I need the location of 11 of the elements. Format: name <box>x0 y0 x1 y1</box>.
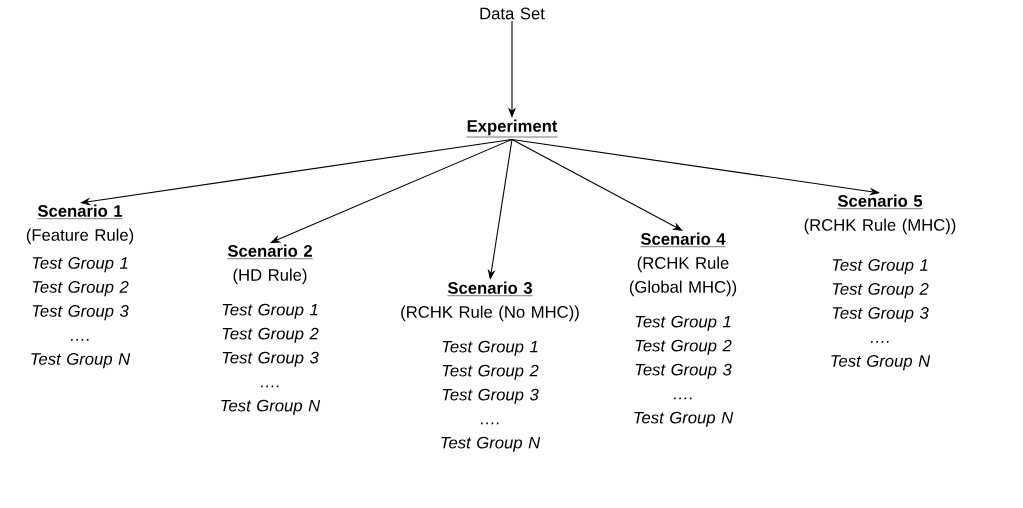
scenario-text: Scenario 2 (HD Rule) Test Group 1 Test Group 2 Test Group 3 …. Test Group N <box>221 244 321 415</box>
scenario-text: Scenario 4 (RCHK Rule (Global MHC)) Test Group 1 Test Group 2 Test Group 3 …. Test Group N <box>629 232 737 427</box>
arrow <box>511 138 683 231</box>
label-text: Data Set <box>480 7 545 20</box>
heading-text: Experiment <box>466 119 558 138</box>
scenario-text: Scenario 3 (RCHK Rule (No MHC)) Test Group 1 Test Group 2 Test Group 3 …. Test Group N <box>401 281 579 452</box>
arrow <box>511 138 880 196</box>
scenario-text: Scenario 5 (RCHK Rule (MHC)) Test Group 1 Test Group 2 Test Group 3 …. Test Group N <box>804 194 956 371</box>
arrow <box>270 138 513 243</box>
arrow <box>80 138 513 206</box>
scenario-text: Scenario 1 (Feature Rule) Test Group 1 Test Group 2 Test Group 3 …. Test Group N <box>26 204 134 369</box>
